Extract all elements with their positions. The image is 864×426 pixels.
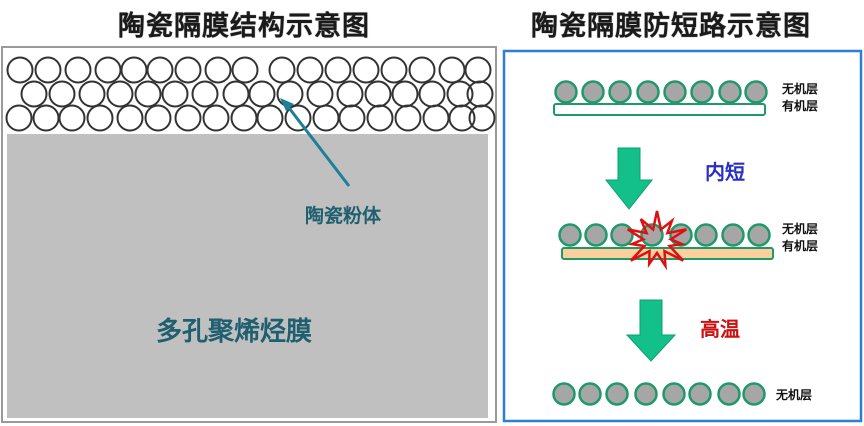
inorganic-particle [744, 80, 768, 104]
inorganic-particle [747, 223, 771, 247]
internal-short-label: 内短 [705, 160, 745, 184]
polyolefin-membrane-label: 多孔聚烯烃膜 [156, 317, 312, 347]
inorganic-particle [584, 223, 608, 247]
inorganic-particle [634, 382, 658, 406]
ceramic-particle [191, 80, 219, 108]
inorganic-particle [608, 80, 632, 104]
ceramic-particle [78, 80, 106, 108]
ceramic-particle [174, 104, 202, 132]
inorganic-layer-label: 无机层 [781, 221, 818, 236]
ceramic-particle [144, 104, 172, 132]
ceramic-particle [161, 80, 189, 108]
ceramic-particle [366, 104, 394, 132]
ceramic-particle [468, 104, 496, 132]
right-diagram-title: 陶瓷隔膜防短路示意图 [531, 11, 811, 42]
ceramic-particle [408, 56, 436, 84]
ceramic-particle [86, 104, 114, 132]
ceramic-particle [204, 56, 232, 84]
ceramic-particle [116, 104, 144, 132]
inorganic-particle [581, 80, 605, 104]
down-arrow-icon [625, 299, 677, 362]
inorganic-particle [688, 382, 712, 406]
inorganic-particle [636, 80, 660, 104]
inorganic-layer [552, 382, 766, 406]
inorganic-particle [605, 382, 629, 406]
inorganic-particle [640, 223, 664, 247]
stage-normal: 无机层 有机层 [553, 80, 818, 116]
ceramic-particle [146, 56, 174, 84]
inorganic-particle [742, 382, 766, 406]
ceramic-particle [134, 80, 162, 108]
ceramic-particle [448, 104, 476, 132]
inorganic-layer-label: 无机层 [781, 81, 818, 96]
ceramic-particle [202, 104, 230, 132]
organic-layer [553, 103, 766, 116]
inorganic-particle [690, 80, 714, 104]
inorganic-particle [663, 80, 687, 104]
ceramic-separator-structure: 陶瓷粉体 多孔聚烯烃膜 [1, 46, 497, 423]
ceramic-particle [338, 104, 366, 132]
ceramic-particle [48, 80, 76, 108]
ceramic-particle [284, 104, 312, 132]
inorganic-particle [558, 223, 582, 247]
ceramic-particle [268, 56, 296, 84]
ceramic-particle [296, 56, 324, 84]
inorganic-particle [721, 223, 745, 247]
callout-arrowhead-icon [280, 98, 294, 111]
inorganic-particle [554, 80, 578, 104]
ceramic-particle [106, 80, 134, 108]
inorganic-layer-label: 无机层 [775, 387, 812, 402]
ceramic-particle [394, 104, 422, 132]
ceramic-particle [58, 104, 86, 132]
ceramic-particles [5, 56, 496, 132]
organic-layer-label: 有机层 [782, 238, 818, 253]
inorganic-particle [610, 223, 634, 247]
ceramic-powder-label: 陶瓷粉体 [305, 204, 382, 227]
ceramic-particle [5, 104, 33, 132]
ceramic-particle [352, 56, 380, 84]
high-temperature-label: 高温 [700, 317, 740, 341]
ceramic-particle [324, 56, 352, 84]
ceramic-particle [20, 80, 48, 108]
down-arrow-icon [604, 147, 654, 210]
stage-short-circuit: 无机层 有机层 [558, 210, 818, 271]
left-diagram-title: 陶瓷隔膜结构示意图 [118, 11, 370, 42]
stage-high-temperature: 无机层 [552, 382, 812, 406]
anti-short-circuit-diagram: 无机层 有机层 内短 无机层 有机层 高温 无机层 [502, 49, 863, 423]
organic-layer-label: 有机层 [782, 98, 818, 113]
ceramic-particle [380, 56, 408, 84]
ceramic-particle [248, 80, 276, 108]
short-circuit-burst-icon [627, 210, 687, 271]
ceramic-particle [174, 56, 202, 84]
inorganic-particle [718, 80, 742, 104]
inorganic-particle [552, 382, 576, 406]
ceramic-particle [6, 56, 34, 84]
inorganic-particle [578, 382, 602, 406]
ceramic-particle [64, 56, 92, 84]
inorganic-particle [662, 382, 686, 406]
callout-line [284, 103, 351, 187]
polyolefin-membrane [7, 134, 488, 418]
inorganic-particle [717, 382, 741, 406]
ceramic-particle [34, 56, 62, 84]
inorganic-particle [694, 223, 718, 247]
ceramic-particle [231, 56, 259, 84]
ceramic-particle [256, 104, 284, 132]
inorganic-layer [554, 80, 768, 104]
